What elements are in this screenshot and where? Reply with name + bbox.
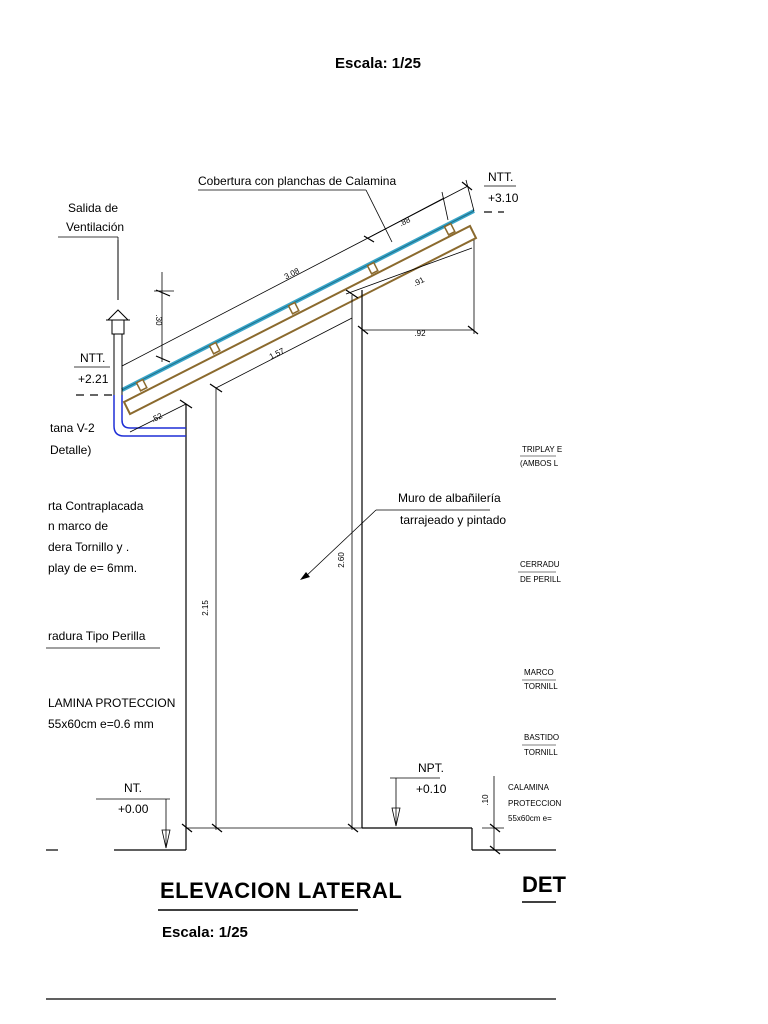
dim-3-08: 3.08 [283, 266, 301, 281]
detail-note-1b: (AMBOS L [520, 459, 559, 468]
dim-0-10: .10 [481, 794, 490, 806]
detail-note-5b: PROTECCION [508, 799, 562, 808]
note-door-3: dera Tornillo y . [48, 540, 129, 554]
sheet-scale-label: Escala: 1/25 [335, 55, 421, 72]
dim-0-91: .91 [412, 275, 426, 288]
drawing-title: ELEVACION LATERAL [160, 878, 402, 903]
level-nt-value: +0.00 [118, 802, 149, 816]
note-door-4: play de e= 6mm. [48, 561, 137, 575]
callout-wall-line1: Muro de albañilería [398, 491, 501, 505]
drawing-scale: Escala: 1/25 [162, 924, 248, 941]
callout-ventilation: Salida de Ventilación [58, 201, 124, 298]
drain-pipe [113, 395, 186, 437]
left-notes: tana V-2 Detalle) rta Contraplacada n ma… [46, 421, 175, 731]
dim-2-15: 2.15 [201, 600, 210, 616]
detail-note-5a: CALAMINA [508, 783, 550, 792]
level-npt-value: +0.10 [416, 782, 447, 796]
note-plate-2: 55x60cm e=0.6 mm [48, 717, 154, 731]
detail-note-1a: TRIPLAY E [522, 445, 562, 454]
detail-note-5c: 55x60cm e= [508, 814, 552, 823]
dimension-ticks [155, 181, 501, 855]
detail-notes: TRIPLAY E (AMBOS L CERRADU DE PERILL MAR… [508, 445, 562, 823]
dim-0-92: .92 [414, 329, 426, 338]
dim-0-88: .88 [398, 215, 412, 228]
timber-rafter [122, 224, 478, 416]
purlins [135, 222, 456, 392]
detail-note-2a: CERRADU [520, 560, 560, 569]
level-ntt-low-label: NTT. [80, 351, 105, 365]
detail-note-4b: TORNILL [524, 748, 558, 757]
level-ntt-low-value: +2.21 [78, 372, 109, 386]
callout-wall: Muro de albañilería tarrajeado y pintado [300, 491, 506, 580]
callout-roof-text: Cobertura con planchas de Calamina [198, 174, 396, 188]
walls [46, 290, 556, 851]
level-nt: NT. +0.00 [96, 781, 171, 849]
detail-note-4a: BASTIDO [524, 733, 559, 742]
level-ntt-low: NTT. +2.21 [74, 351, 112, 396]
ventilation-pipe [106, 240, 130, 426]
detail-note-3b: TORNILL [524, 682, 558, 691]
dimension-lines [121, 179, 504, 851]
dim-0-52: .52 [150, 411, 164, 424]
detail-note-2b: DE PERILL [520, 575, 561, 584]
callout-vent-line1: Salida de [68, 201, 118, 215]
callout-vent-line2: Ventilación [66, 220, 124, 234]
dim-1-57: 1.57 [268, 346, 286, 361]
level-npt: NPT. +0.10 [390, 761, 447, 827]
dim-0-30: .30 [154, 314, 163, 326]
dim-2-60: 2.60 [337, 552, 346, 568]
roof-assembly [121, 209, 478, 416]
callout-roof: Cobertura con planchas de Calamina [198, 174, 396, 243]
note-plate-1: LAMINA PROTECCION [48, 696, 175, 710]
note-door-1: rta Contraplacada [48, 499, 144, 513]
note-lock: radura Tipo Perilla [48, 629, 146, 643]
note-window-1: tana V-2 [50, 421, 95, 435]
level-ntt-top-label: NTT. [488, 170, 513, 184]
detail-note-3a: MARCO [524, 668, 554, 677]
level-ntt-top: NTT. +3.10 [484, 170, 519, 213]
level-ntt-top-value: +3.10 [488, 191, 519, 205]
detail-title-cut: DET [522, 872, 567, 897]
note-door-2: n marco de [48, 519, 108, 533]
note-window-2: Detalle) [50, 443, 91, 457]
callout-wall-line2: tarrajeado y pintado [400, 513, 506, 527]
level-nt-label: NT. [124, 781, 142, 795]
level-npt-label: NPT. [418, 761, 444, 775]
